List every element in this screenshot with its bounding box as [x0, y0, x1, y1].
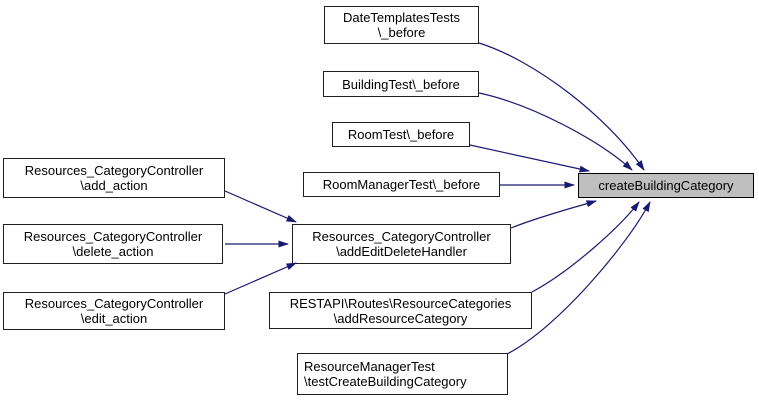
- node-label-line: \edit_action: [80, 311, 148, 326]
- node-label-line: RESTAPI\Routes\ResourceCategories: [289, 295, 512, 311]
- node-label-line: Resources_CategoryController: [23, 229, 203, 244]
- node-label-line: \testCreateBuildingCategory: [304, 374, 467, 389]
- node-building-test-before[interactable]: BuildingTest\_before: [323, 71, 479, 97]
- node-label-line: \addResourceCategory: [333, 310, 468, 326]
- edge-testcreatebuildingcategory-to-createbuildingcategory: [506, 201, 651, 355]
- node-label-line: Resources_CategoryController: [312, 229, 491, 244]
- node-label-line: Resources_CategoryController: [24, 296, 204, 311]
- node-restapi-routes-resourcecategories-addresourcecategory[interactable]: RESTAPI\Routes\ResourceCategories \addRe…: [269, 292, 532, 329]
- node-resources-categorycontroller-addeditdeletehandler[interactable]: Resources_CategoryController \addEditDel…: [292, 224, 511, 264]
- node-label-line: \add_action: [80, 178, 148, 193]
- node-label-line: RoomTest\_before: [347, 127, 455, 142]
- node-label-line: createBuildingCategory: [598, 178, 734, 193]
- node-resources-categorycontroller-edit-action[interactable]: Resources_CategoryController \edit_actio…: [3, 292, 225, 330]
- node-date-templates-tests-before[interactable]: DateTemplatesTests \_before: [324, 6, 479, 44]
- edge-buildingtest-to-createbuildingcategory: [478, 92, 633, 171]
- node-label-line: Resources_CategoryController: [24, 163, 204, 178]
- node-resourcemanagertest-testcreatebuildingcategory[interactable]: ResourceManagerTest \testCreateBuildingC…: [297, 353, 508, 395]
- node-label-line: DateTemplatesTests: [342, 10, 461, 25]
- node-resources-categorycontroller-add-action[interactable]: Resources_CategoryController \add_action: [3, 158, 225, 198]
- node-createbuildingcategory[interactable]: createBuildingCategory: [578, 173, 754, 198]
- node-label-line: BuildingTest\_before: [342, 76, 460, 92]
- node-label-line: \addEditDeleteHandler: [336, 244, 467, 259]
- node-room-test-before[interactable]: RoomTest\_before: [332, 122, 470, 147]
- edge-addresourcecategory-to-createbuildingcategory: [531, 201, 640, 293]
- edge-addaction-to-addeditdeletehandler: [224, 190, 297, 223]
- edge-editaction-to-addeditdeletehandler: [224, 262, 297, 295]
- node-label-line: \_before: [377, 25, 426, 40]
- node-resources-categorycontroller-delete-action[interactable]: Resources_CategoryController \delete_act…: [3, 224, 223, 264]
- node-room-manager-test-before[interactable]: RoomManagerTest\_before: [303, 172, 500, 197]
- node-label-line: RoomManagerTest\_before: [322, 177, 481, 192]
- edge-datetemplateststests-to-createbuildingcategory: [478, 42, 645, 171]
- node-label-line: \delete_action: [72, 244, 154, 259]
- edge-addeditdeletehandler-to-createbuildingcategory: [510, 200, 597, 229]
- edge-roomtest-to-createbuildingcategory: [469, 144, 590, 173]
- node-label-line: ResourceManagerTest: [304, 359, 435, 374]
